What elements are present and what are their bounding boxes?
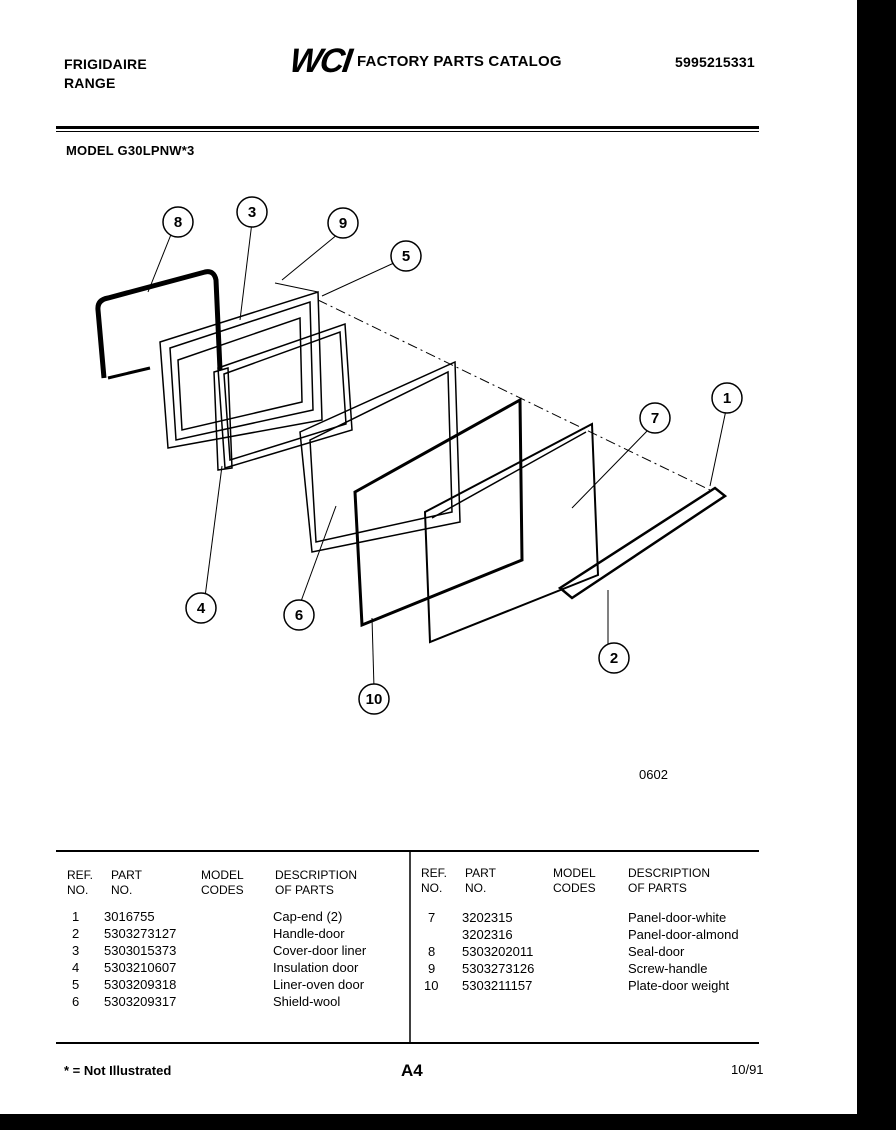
- callout-4: 4: [185, 592, 217, 624]
- header-rule: [56, 126, 759, 129]
- cover-door-liner-part: [159, 290, 323, 449]
- svg-text:6: 6: [295, 607, 303, 624]
- part-number: 5303015373: [104, 943, 177, 958]
- svg-text:8: 8: [174, 214, 182, 231]
- callout-5: 5: [390, 240, 422, 272]
- callout-1: 1: [711, 382, 743, 414]
- page-number: A4: [401, 1061, 423, 1080]
- part-description: Plate-door weight: [628, 978, 730, 993]
- svg-text:1: 1: [723, 390, 731, 407]
- svg-text:4: 4: [197, 600, 206, 617]
- diagram-code: 0602: [639, 767, 668, 782]
- part-number: 5303211157: [462, 978, 533, 993]
- part-number: 5303209318: [104, 977, 177, 992]
- product-type: RANGE: [64, 75, 116, 91]
- table-row: 9: [428, 961, 436, 976]
- part-number: 5303273127: [104, 926, 177, 941]
- table-row: 3: [72, 943, 80, 958]
- page-border-right: [857, 0, 896, 1130]
- part-description: Seal-door: [628, 944, 685, 959]
- callout-6: 6: [283, 599, 315, 631]
- callout-8: 8: [162, 206, 194, 238]
- brand-name: FRIGIDAIRE: [64, 56, 147, 72]
- part-description: Liner-oven door: [273, 977, 365, 992]
- page-border-bottom: [0, 1114, 896, 1130]
- part-number: 3202316: [462, 927, 513, 942]
- svg-text:5: 5: [402, 248, 410, 265]
- revision-date: 10/91: [731, 1062, 764, 1077]
- seal-door-part: [95, 269, 223, 379]
- part-description: Handle-door: [273, 926, 345, 941]
- svg-text:2: 2: [610, 650, 618, 667]
- table-row: 6: [72, 994, 80, 1009]
- part-description: Panel-door-almond: [628, 927, 739, 942]
- insulation-door-part: [213, 367, 233, 471]
- table-row: 10: [424, 978, 439, 993]
- callout-9: 9: [327, 207, 359, 239]
- callout-10: 10: [358, 683, 390, 715]
- part-number: 3016755: [104, 909, 155, 924]
- panel-door-part: [423, 422, 600, 644]
- svg-text:3: 3: [248, 204, 256, 221]
- liner-oven-door-part: [217, 322, 353, 469]
- catalog-number: 5995215331: [675, 54, 755, 70]
- part-description: Shield-wool: [273, 994, 341, 1009]
- header-ref-right: REF.NO.: [421, 866, 448, 895]
- part-number: 5303202011: [462, 944, 534, 959]
- header-ref: REF.NO.: [67, 868, 94, 897]
- part-number: 5303210607: [104, 960, 177, 975]
- table-row: 1: [72, 909, 80, 924]
- part-description: Cover-door liner: [273, 943, 367, 958]
- table-row: 5: [72, 977, 80, 992]
- callout-7: 7: [639, 402, 671, 434]
- table-row: 7: [428, 910, 436, 925]
- header-rule-thin: [56, 131, 759, 132]
- part-description: Screw-handle: [628, 961, 708, 976]
- handle-door-part: [557, 486, 728, 600]
- model-number: MODEL G30LPNW*3: [66, 143, 195, 158]
- table-row: 2: [72, 926, 80, 941]
- table-row: 8: [428, 944, 436, 959]
- part-number: 5303273126: [462, 961, 535, 976]
- svg-text:9: 9: [339, 215, 347, 232]
- catalog-title: FACTORY PARTS CATALOG: [357, 53, 562, 70]
- not-illustrated-note: * = Not Illustrated: [64, 1063, 172, 1078]
- part-number: 5303209317: [104, 994, 177, 1009]
- part-description: Panel-door-white: [628, 910, 727, 925]
- svg-text:7: 7: [651, 410, 659, 427]
- plate-door-weight-part: [353, 397, 524, 628]
- callout-2: 2: [598, 642, 630, 674]
- part-number: 3202315: [462, 910, 513, 925]
- shield-wool-part: [299, 360, 461, 553]
- svg-text:10: 10: [366, 691, 383, 708]
- part-description: Cap-end (2): [273, 909, 343, 924]
- callout-3: 3: [236, 196, 268, 228]
- table-row: 4: [72, 960, 80, 975]
- part-description: Insulation door: [273, 960, 359, 975]
